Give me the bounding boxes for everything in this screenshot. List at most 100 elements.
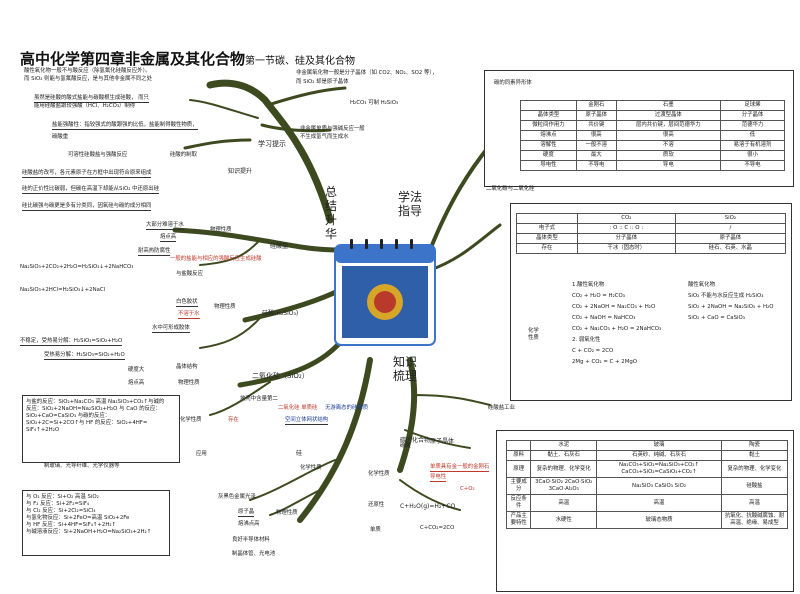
table-cell: 导电 <box>615 160 721 171</box>
table-cell: 最大 <box>575 150 617 161</box>
table-cell: 玻璃 <box>596 440 722 451</box>
table-cell: 石墨 <box>615 100 721 111</box>
table-cell: / <box>674 223 787 234</box>
table-cell: 不导电 <box>575 160 617 171</box>
note-n16: 硅比碳强与碳更是多有分类同，因氧硅与碳的成分相同 <box>22 203 152 211</box>
carbon-c8: C+O₂ <box>460 486 475 492</box>
table-cell: 反应条件 <box>505 494 532 512</box>
branch-carbon-2 <box>404 429 471 449</box>
table-cell: 抗氧化、抗酸碱腐蚀、耐高温、绝缘、易成型 <box>720 511 789 529</box>
table-cell: 复杂的物理、化学变化 <box>530 460 598 478</box>
note-n2: 而 SiO₂ 则能与氢氟酸反应，是与其他非金属不同之处 <box>24 76 152 82</box>
si-i6: 与碱溶液反应：Si+2NaOH+H₂O=Na₂SiO₃+2H₂↑ <box>26 529 152 535</box>
table-cell <box>520 100 577 111</box>
table-cell: 陶瓷 <box>720 440 789 451</box>
sio2-o10: 化学性质 <box>180 417 202 423</box>
si-i1: 与 O₂ 反应：Si+O₂ 高温 SiO₂ <box>26 494 99 500</box>
table-row: 电子式: O :: C :: O :/ <box>516 223 787 234</box>
table-cell: 易溶于有机溶剂 <box>719 140 786 151</box>
branch-carbon <box>397 357 418 473</box>
table-cell: CO₂ <box>576 213 676 224</box>
branch-industry <box>414 394 491 406</box>
branch-top-mid <box>260 123 332 133</box>
branch-label-knowledge: 知识提升 <box>228 168 253 175</box>
table-cell: 产品主要特性 <box>505 511 532 529</box>
prop-line: 1.酸性氧化物 <box>572 282 605 288</box>
prop-line: SiO₂ 不能与水反应生成 H₂SiO₃ <box>688 293 764 299</box>
table-cell: 主要成分 <box>505 477 532 495</box>
table-cell: 过渡型晶体 <box>615 110 721 121</box>
table-cell: 原理 <box>505 460 532 478</box>
table-cell: 硬度 <box>520 150 577 161</box>
carbon-c7: C+H₂O(g)=H₂+CO <box>400 503 456 510</box>
branch-label-learning: 学习提示 <box>258 140 286 148</box>
table-row: 熔沸点很高很高低 <box>520 130 786 141</box>
branch-silicate-2 <box>199 239 261 266</box>
prop-line: CO₂ + H₂O = H₂CO₃ <box>572 293 625 299</box>
sio2-o9: SiF₄↑+2H₂O <box>26 427 60 433</box>
carbon-c5: 导电性 <box>430 474 447 482</box>
branch-sio2-2 <box>209 381 271 416</box>
table-cell: 存在 <box>516 243 578 254</box>
page-title: 高中化学第四章非金属及其化合物第一节碳、硅及其化合物 <box>20 48 355 69</box>
table-cell: 电子式 <box>516 223 578 234</box>
table-cell: 很高 <box>575 130 617 141</box>
title-sub: 第一节碳、硅及其化合物 <box>245 56 356 67</box>
prop-line: 酸性氧化物 <box>688 282 715 288</box>
sio2-o8: SiO₂+2C=Si+2CO↑与 HF 的反应：SiO₂+4HF= <box>26 420 148 426</box>
si-i10: 物理性质 <box>276 510 298 516</box>
branch-label-sio2: 二氧化硅（SiO₂） <box>252 372 309 380</box>
table-row: 产品主要特性水硬性玻璃态物质抗氧化、抗酸碱腐蚀、耐高温、绝缘、易成型 <box>505 511 789 529</box>
sio2-o3: 物理性质 <box>178 380 200 386</box>
note-n8: 盐能强酸性：指较强式的酸跟强的比低，盐能制得酸性物质， <box>52 122 198 130</box>
carbon-c11: 单质 <box>370 527 381 533</box>
chem-prop-label: 化学性质 <box>528 328 539 341</box>
branch-si-3 <box>269 489 321 516</box>
silicate-s10: 不溶于水 <box>178 311 200 319</box>
sio2-o5: 与盐的反应：SiO₂+Na₂CO₃ 高温 Na₂SiO₃+CO₂↑与碱的 <box>26 399 165 405</box>
note-n3: 非金属氧化物一般是分子晶体（如 CO2、NO₂、SO2 等）， <box>296 70 438 76</box>
note-n9: 碳酸重 <box>52 134 69 140</box>
prop-line: CO₂ + 2NaOH = Na₂CO₃ + H₂O <box>572 304 656 310</box>
si-i13: 化学性质 <box>300 465 322 471</box>
note-n15: 硅的正价性比碳弱，但碳在高温下却能从SiO₂ 中还原出硅 <box>22 186 160 194</box>
silicate-s14: 受热易分解：H₂SiO₃=SiO₂+H₂O <box>44 352 125 360</box>
branch-right-top <box>428 143 492 252</box>
note-n1: 酸性氧化物一般不与酸反应（除氢氟化硅酸反应外）。 <box>24 68 151 74</box>
table-row: 原料黏土、石灰石石英砂、纯碱、石灰石黏土 <box>505 450 789 461</box>
branch-silicate <box>172 227 343 253</box>
table-cell: 层内共价键，层间范德华力 <box>615 120 721 131</box>
table-cell: : O :: C :: O : <box>576 223 676 234</box>
si-i9: 熔沸点高 <box>238 521 260 527</box>
silicate-s2: 物理性质 <box>210 227 232 233</box>
si-i5: 与 HF 反应：Si+4HF=SiF₄↑+2H₂↑ <box>26 522 117 528</box>
carbon-c3: 化学性质 <box>368 471 390 477</box>
sio2-o11: 制玻璃、光导纤维、光学仪器等 <box>44 463 120 469</box>
note-n11: 不生成氢气而生成水 <box>300 134 349 140</box>
table-cell: 微粒间作用力 <box>520 120 577 131</box>
branch-top-right <box>266 86 347 107</box>
si-i12: 制晶体管、光电池 <box>232 551 276 557</box>
si-i3: 与 Cl₂ 反应：Si+2Cl₂=SiCl₄ <box>26 508 96 514</box>
branch-silicic-2 <box>199 317 261 349</box>
branch-label-silicic: 硅酸(H₂SiO₃) <box>262 310 299 317</box>
si-reactions-box: 与 O₂ 反应：Si+O₂ 高温 SiO₂ 与 F₂ 反应：Si+2F₂=SiF… <box>22 490 170 556</box>
branch-label-silicate: 硅酸盐 <box>270 243 289 250</box>
table-cell: 分子晶体 <box>719 110 786 121</box>
table-cell: 熔沸点 <box>520 130 577 141</box>
branch-right-mid <box>428 223 502 272</box>
table-cell: 黏土、石灰石 <box>530 450 598 461</box>
carbon-c1: 碳酸 <box>400 443 411 449</box>
note-n14: 硅酸盐的改写，各元素原子在方框中出现符合原来组成 <box>22 170 152 178</box>
table-cell: 3CaO·SiO₂ 2CaO·SiO₂ 3CaO·Al₂O₃ <box>530 477 598 495</box>
table-cell: 导电性 <box>520 160 577 171</box>
table-row: 硬度最大质软很小 <box>520 150 786 161</box>
table-cell: 高温 <box>720 494 789 512</box>
table-row: 溶解性一般不溶不溶易溶于有机溶剂 <box>520 140 786 151</box>
table-cell: 足球烯 <box>719 100 786 111</box>
